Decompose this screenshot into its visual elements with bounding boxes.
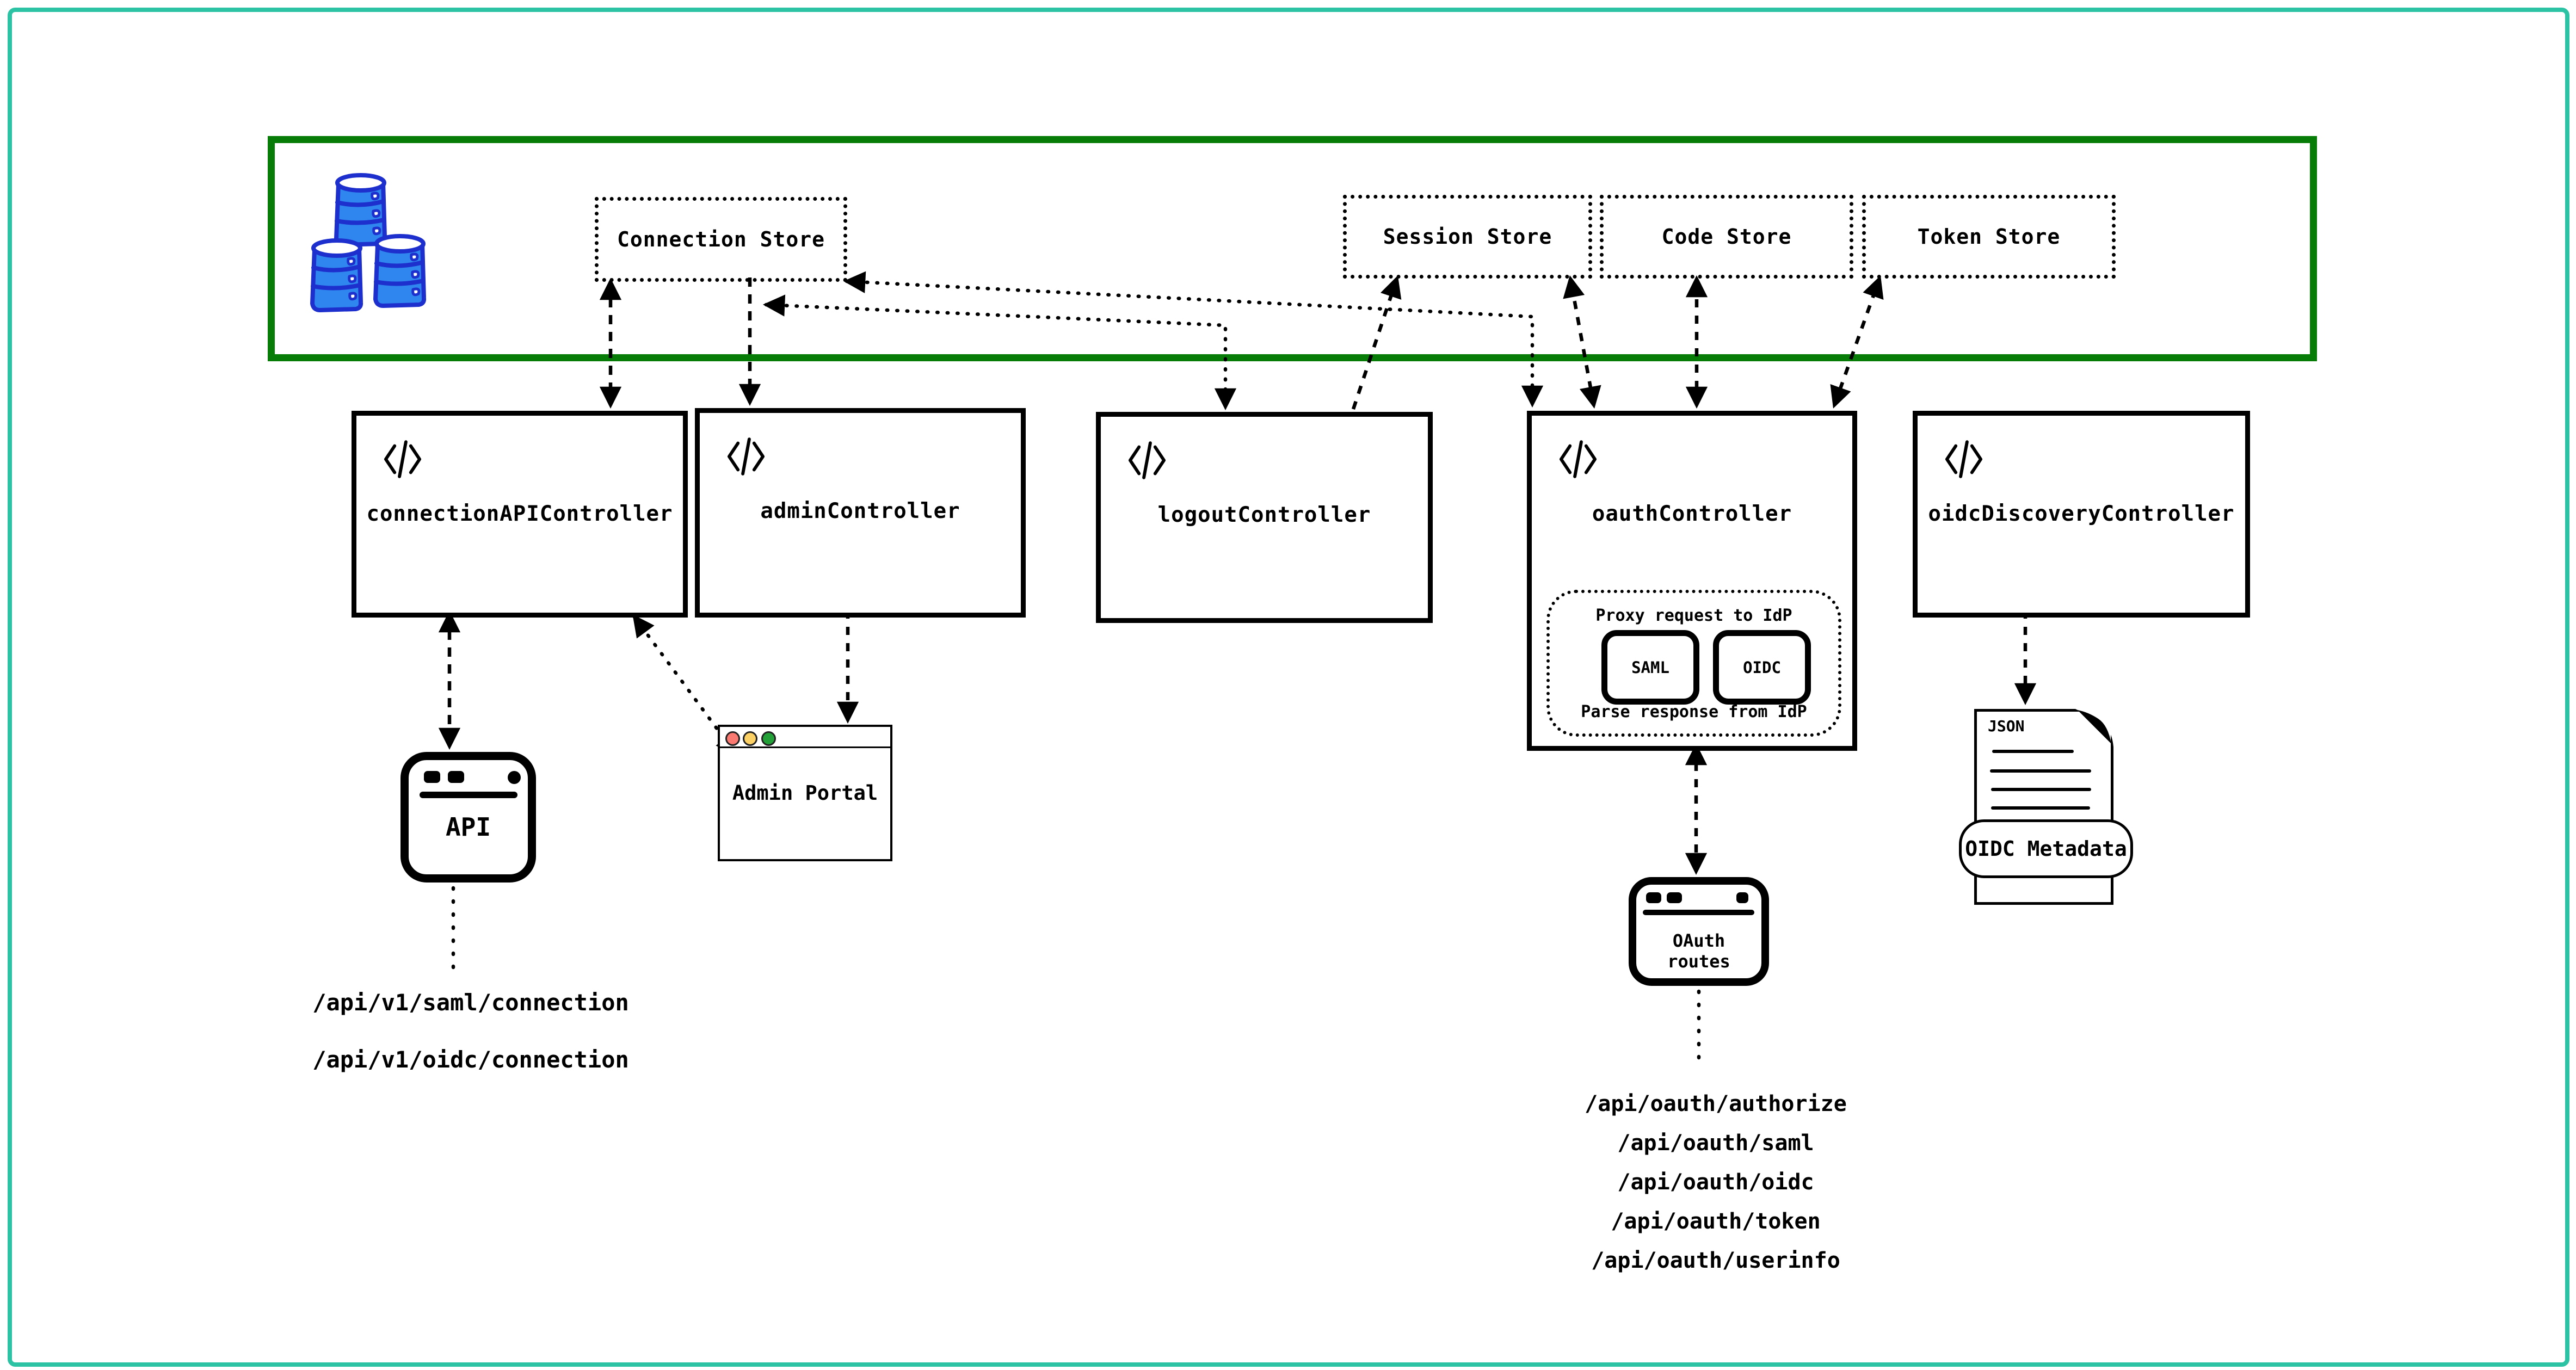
- connection-store-box: Connection Store: [595, 197, 847, 282]
- admin-portal-window: Admin Portal: [718, 725, 892, 861]
- minimize-dot: [743, 731, 757, 746]
- proxy-request-label: Proxy request to IdP: [1595, 606, 1792, 625]
- parse-response-label: Parse response from IdP: [1581, 702, 1807, 721]
- session-store-label: Session Store: [1383, 225, 1552, 249]
- controller-label: logoutController: [1157, 503, 1371, 527]
- endpoint-userinfo: /api/oauth/userinfo: [1591, 1248, 1840, 1273]
- controller-logout: logoutController: [1096, 412, 1433, 623]
- saml-label: SAML: [1631, 658, 1669, 677]
- oidc-label: OIDC: [1743, 658, 1781, 677]
- endpoint-oidc-connection: /api/v1/oidc/connection: [312, 1046, 629, 1073]
- endpoint-saml-connection: /api/v1/saml/connection: [312, 989, 629, 1016]
- token-store-label: Token Store: [1917, 225, 2061, 249]
- saml-box: SAML: [1601, 630, 1699, 705]
- code-icon: [1559, 440, 1597, 478]
- controller-label: adminController: [760, 499, 960, 523]
- code-icon: [727, 437, 765, 476]
- idp-proxy-group: Proxy request to IdP SAML OIDC Parse res…: [1546, 590, 1841, 737]
- window-bar: [1643, 910, 1754, 915]
- token-store-box: Token Store: [1862, 195, 2116, 279]
- controller-label: oauthController: [1592, 502, 1792, 526]
- window-bar: [420, 792, 517, 798]
- controller-admin: adminController: [695, 408, 1026, 618]
- endpoint-authorize: /api/oauth/authorize: [1585, 1091, 1847, 1116]
- code-store-label: Code Store: [1661, 225, 1792, 249]
- maximize-dot: [761, 731, 776, 746]
- session-store-box: Session Store: [1343, 195, 1592, 279]
- oidc-box: OIDC: [1713, 630, 1811, 705]
- oidc-metadata-banner: OIDC Metadata: [1959, 819, 2133, 878]
- code-store-box: Code Store: [1600, 195, 1853, 279]
- controller-oidc-discovery: oidcDiscoveryController: [1913, 411, 2250, 618]
- outer-frame: [8, 8, 2569, 1367]
- doc-text-line: [1990, 769, 2091, 773]
- window-dot: [1667, 892, 1682, 903]
- code-icon: [1128, 441, 1166, 479]
- window-dot: [1736, 892, 1748, 903]
- doc-text-line: [1991, 806, 2090, 810]
- portal-titlebar: [720, 727, 890, 748]
- window-dot: [508, 771, 521, 784]
- endpoint-oidc: /api/oauth/oidc: [1617, 1170, 1814, 1195]
- api-window-icon: API: [400, 752, 536, 883]
- oidc-metadata-label: OIDC Metadata: [1965, 837, 2127, 861]
- close-dot: [725, 731, 740, 746]
- doc-text-line: [1992, 750, 2074, 753]
- code-icon: [384, 440, 422, 478]
- controller-label: oidcDiscoveryController: [1928, 502, 2235, 526]
- controller-label: connectionAPIController: [366, 502, 673, 526]
- endpoint-saml: /api/oauth/saml: [1617, 1131, 1814, 1156]
- oauth-routes-label: OAuth routes: [1667, 930, 1730, 972]
- database-icon: [310, 173, 427, 312]
- code-icon: [1945, 440, 1983, 478]
- json-file-type-label: JSON: [1988, 717, 2025, 735]
- page-fold: [2075, 709, 2113, 747]
- window-dot: [1646, 892, 1661, 903]
- oauth-endpoint-list: /api/oauth/authorize /api/oauth/saml /ap…: [1552, 1084, 1879, 1280]
- api-label: API: [445, 812, 491, 842]
- window-dot: [424, 771, 440, 783]
- admin-portal-label: Admin Portal: [732, 781, 878, 805]
- endpoint-token: /api/oauth/token: [1611, 1209, 1821, 1234]
- window-dot: [448, 771, 464, 783]
- controller-connection-api: connectionAPIController: [352, 411, 688, 618]
- connection-store-label: Connection Store: [617, 227, 825, 251]
- oauth-routes-window-icon: OAuth routes: [1629, 877, 1769, 986]
- doc-text-line: [1991, 788, 2091, 791]
- controller-oauth: oauthController Proxy request to IdP SAM…: [1527, 411, 1857, 751]
